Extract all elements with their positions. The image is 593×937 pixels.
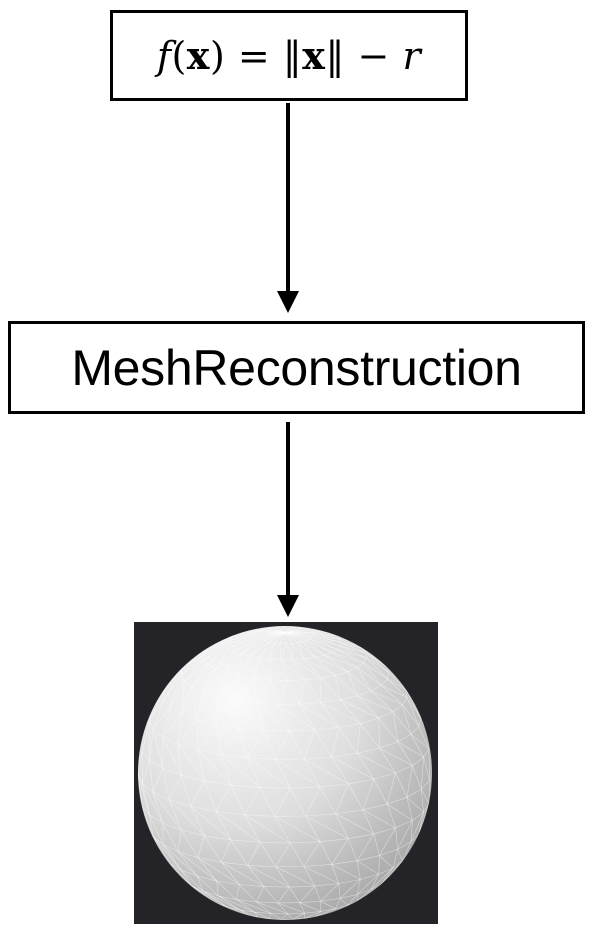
mesh-reconstruction-box: MeshReconstruction <box>8 321 585 414</box>
mesh-reconstruction-label: MeshReconstruction <box>71 339 522 396</box>
formula-close-minus: ‖ − <box>325 34 403 78</box>
sphere-wireframe <box>138 626 431 920</box>
sphere-mesh-render <box>134 622 438 924</box>
formula-text: f(x) = ‖x‖ − r <box>157 33 421 78</box>
formula-r: r <box>402 34 422 78</box>
formula-box: f(x) = ‖x‖ − r <box>110 10 468 101</box>
arrow-2-head <box>277 595 299 617</box>
arrow-1-head <box>277 291 299 313</box>
formula-x: x <box>186 33 210 78</box>
formula-open-paren: ( <box>171 34 187 78</box>
formula-x-norm: x <box>302 33 326 78</box>
formula-f: f <box>156 34 172 78</box>
formula-close-eq: ) = ‖ <box>209 34 303 78</box>
